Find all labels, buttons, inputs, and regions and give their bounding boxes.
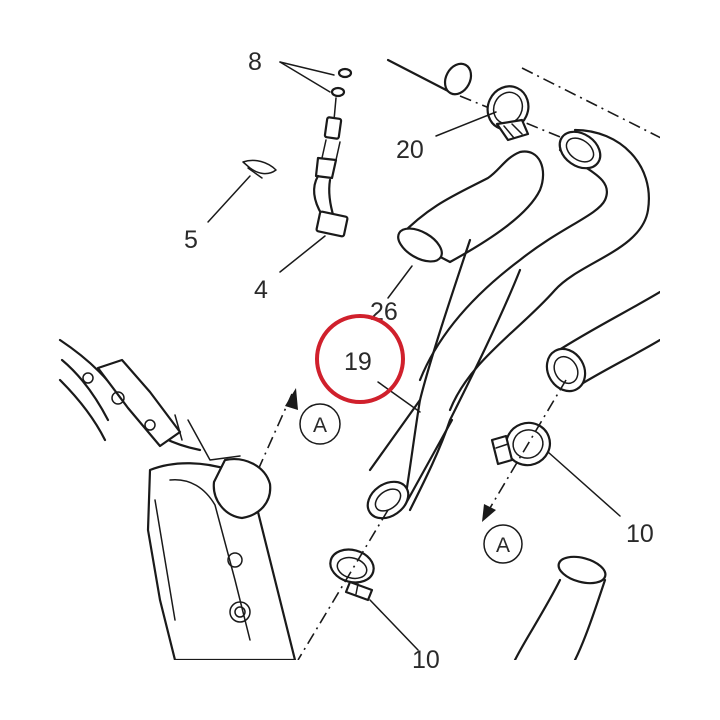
callout-10-bottom: 10 — [412, 646, 440, 674]
center-line-left — [257, 388, 298, 471]
callout-19: 19 — [344, 348, 372, 376]
part-10-clamp-bottom — [329, 548, 375, 602]
part-10-clamp-right — [490, 421, 551, 467]
callout-10-right: 10 — [626, 520, 654, 548]
part-19-hose — [366, 238, 522, 520]
part-20-clamp — [486, 85, 530, 142]
center-line-bottom — [297, 509, 389, 660]
hose-long-upper — [418, 128, 650, 412]
callout-8: 8 — [248, 48, 262, 76]
hose-bottom-right — [513, 555, 607, 660]
callout-5: 5 — [184, 226, 198, 254]
part-26-hose — [397, 150, 545, 264]
leader-lines — [207, 61, 621, 651]
view-marker-a-lower: A — [483, 524, 523, 564]
svg-text:A: A — [496, 534, 510, 557]
callout-4: 4 — [254, 276, 268, 304]
hose-right-mid — [545, 290, 660, 393]
part-5-clip — [242, 159, 277, 179]
part-8-washers — [330, 67, 353, 98]
part-4-sensor — [313, 97, 349, 238]
svg-text:A: A — [313, 414, 327, 437]
center-line-top — [459, 67, 660, 151]
callout-20: 20 — [396, 136, 424, 164]
view-marker-a-upper: A — [299, 403, 341, 445]
highlight-ring — [315, 314, 405, 404]
hose-top-stub — [386, 58, 473, 96]
frame-structure — [58, 338, 297, 660]
center-line-right — [482, 379, 567, 522]
